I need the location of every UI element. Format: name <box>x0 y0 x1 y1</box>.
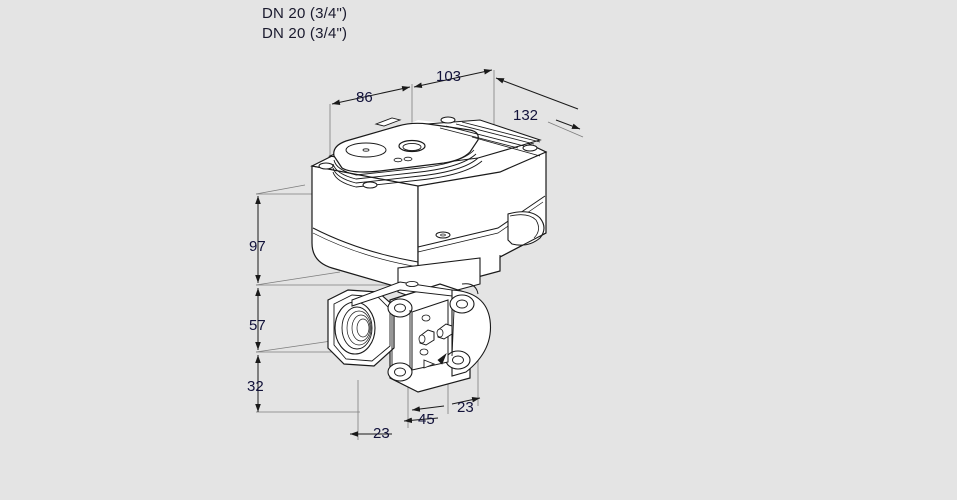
deck-hole-back <box>440 116 456 124</box>
header-line-1: DN 20 (3/4") <box>262 5 348 22</box>
cable-gland-edge <box>509 214 539 239</box>
top-dimension-lines <box>331 68 581 130</box>
boss-strut-right <box>451 309 455 357</box>
cover-rib-2 <box>455 121 541 145</box>
deck-hole-left <box>318 162 334 170</box>
cover-marker-1 <box>393 157 403 163</box>
dimline-103 <box>413 68 493 89</box>
deck-hole-front-left <box>362 181 378 189</box>
dimline-132a <box>495 77 579 110</box>
dimension-label-bottom-2: 23 <box>457 399 474 416</box>
cover-stack-2 <box>332 153 477 180</box>
bolt-boss-top-right-hole <box>456 299 468 309</box>
boss-strut-left <box>391 310 411 368</box>
cover-shaft-hole-inner <box>402 142 422 152</box>
dimline-b23b <box>451 396 481 405</box>
dimension-label-top-1: 103 <box>436 68 462 85</box>
dimension-label-left-2: 32 <box>247 378 264 395</box>
bolt-boss-bottom-left-hole <box>394 367 406 377</box>
deck-hole-right <box>522 144 538 152</box>
dimline-45b <box>411 405 445 412</box>
test-nipple-2-end <box>436 328 444 338</box>
dimension-label-top-0: 86 <box>356 89 373 106</box>
bolt-boss-top-left-hole <box>394 303 406 313</box>
front-screw-bottom <box>419 348 429 356</box>
dimension-label-bottom-1: 45 <box>418 411 435 428</box>
cover-stack-4 <box>332 160 483 188</box>
dimline-132b <box>555 119 581 130</box>
dimension-label-top-2: 132 <box>513 107 539 124</box>
dimension-label-left-1: 57 <box>249 317 266 334</box>
dimline-86 <box>331 85 411 106</box>
valve-body <box>327 280 492 393</box>
front-boss-hole-center <box>440 233 446 237</box>
cover-stack-3 <box>332 157 479 184</box>
dimline-45 <box>403 417 439 424</box>
front-screw-top <box>421 314 431 322</box>
cover-stack-1 <box>333 149 475 176</box>
flow-direction-marker-icon <box>437 352 447 365</box>
valve-back-hook <box>461 283 479 295</box>
cover-rib-3 <box>471 136 541 157</box>
cover-tab <box>374 117 402 127</box>
test-nipple-1-end <box>418 334 426 344</box>
actuator-housing <box>310 116 548 301</box>
dimension-label-bottom-0: 23 <box>373 425 390 442</box>
cover-rib-1 <box>439 125 525 149</box>
port-bore-thread-4 <box>356 318 370 338</box>
housing-chamfer <box>417 195 546 248</box>
housing-seam-2 <box>312 232 419 268</box>
flow-direction-triangle-icon <box>423 359 436 369</box>
dimension-label-left-0: 97 <box>249 238 266 255</box>
bolt-boss-bottom-right-hole <box>452 355 464 365</box>
header-line-2: DN 20 (3/4") <box>262 25 348 42</box>
cover-large-boss-center <box>362 148 370 152</box>
port-bore-thread-2 <box>346 310 372 346</box>
housing-step-top <box>499 232 547 258</box>
housing-seam-1 <box>312 227 419 263</box>
bottom-dimension-lines <box>350 396 481 437</box>
valve-top-screw <box>405 280 419 288</box>
port-bore-thread-3 <box>351 314 371 342</box>
cover-marker-2 <box>403 156 413 162</box>
